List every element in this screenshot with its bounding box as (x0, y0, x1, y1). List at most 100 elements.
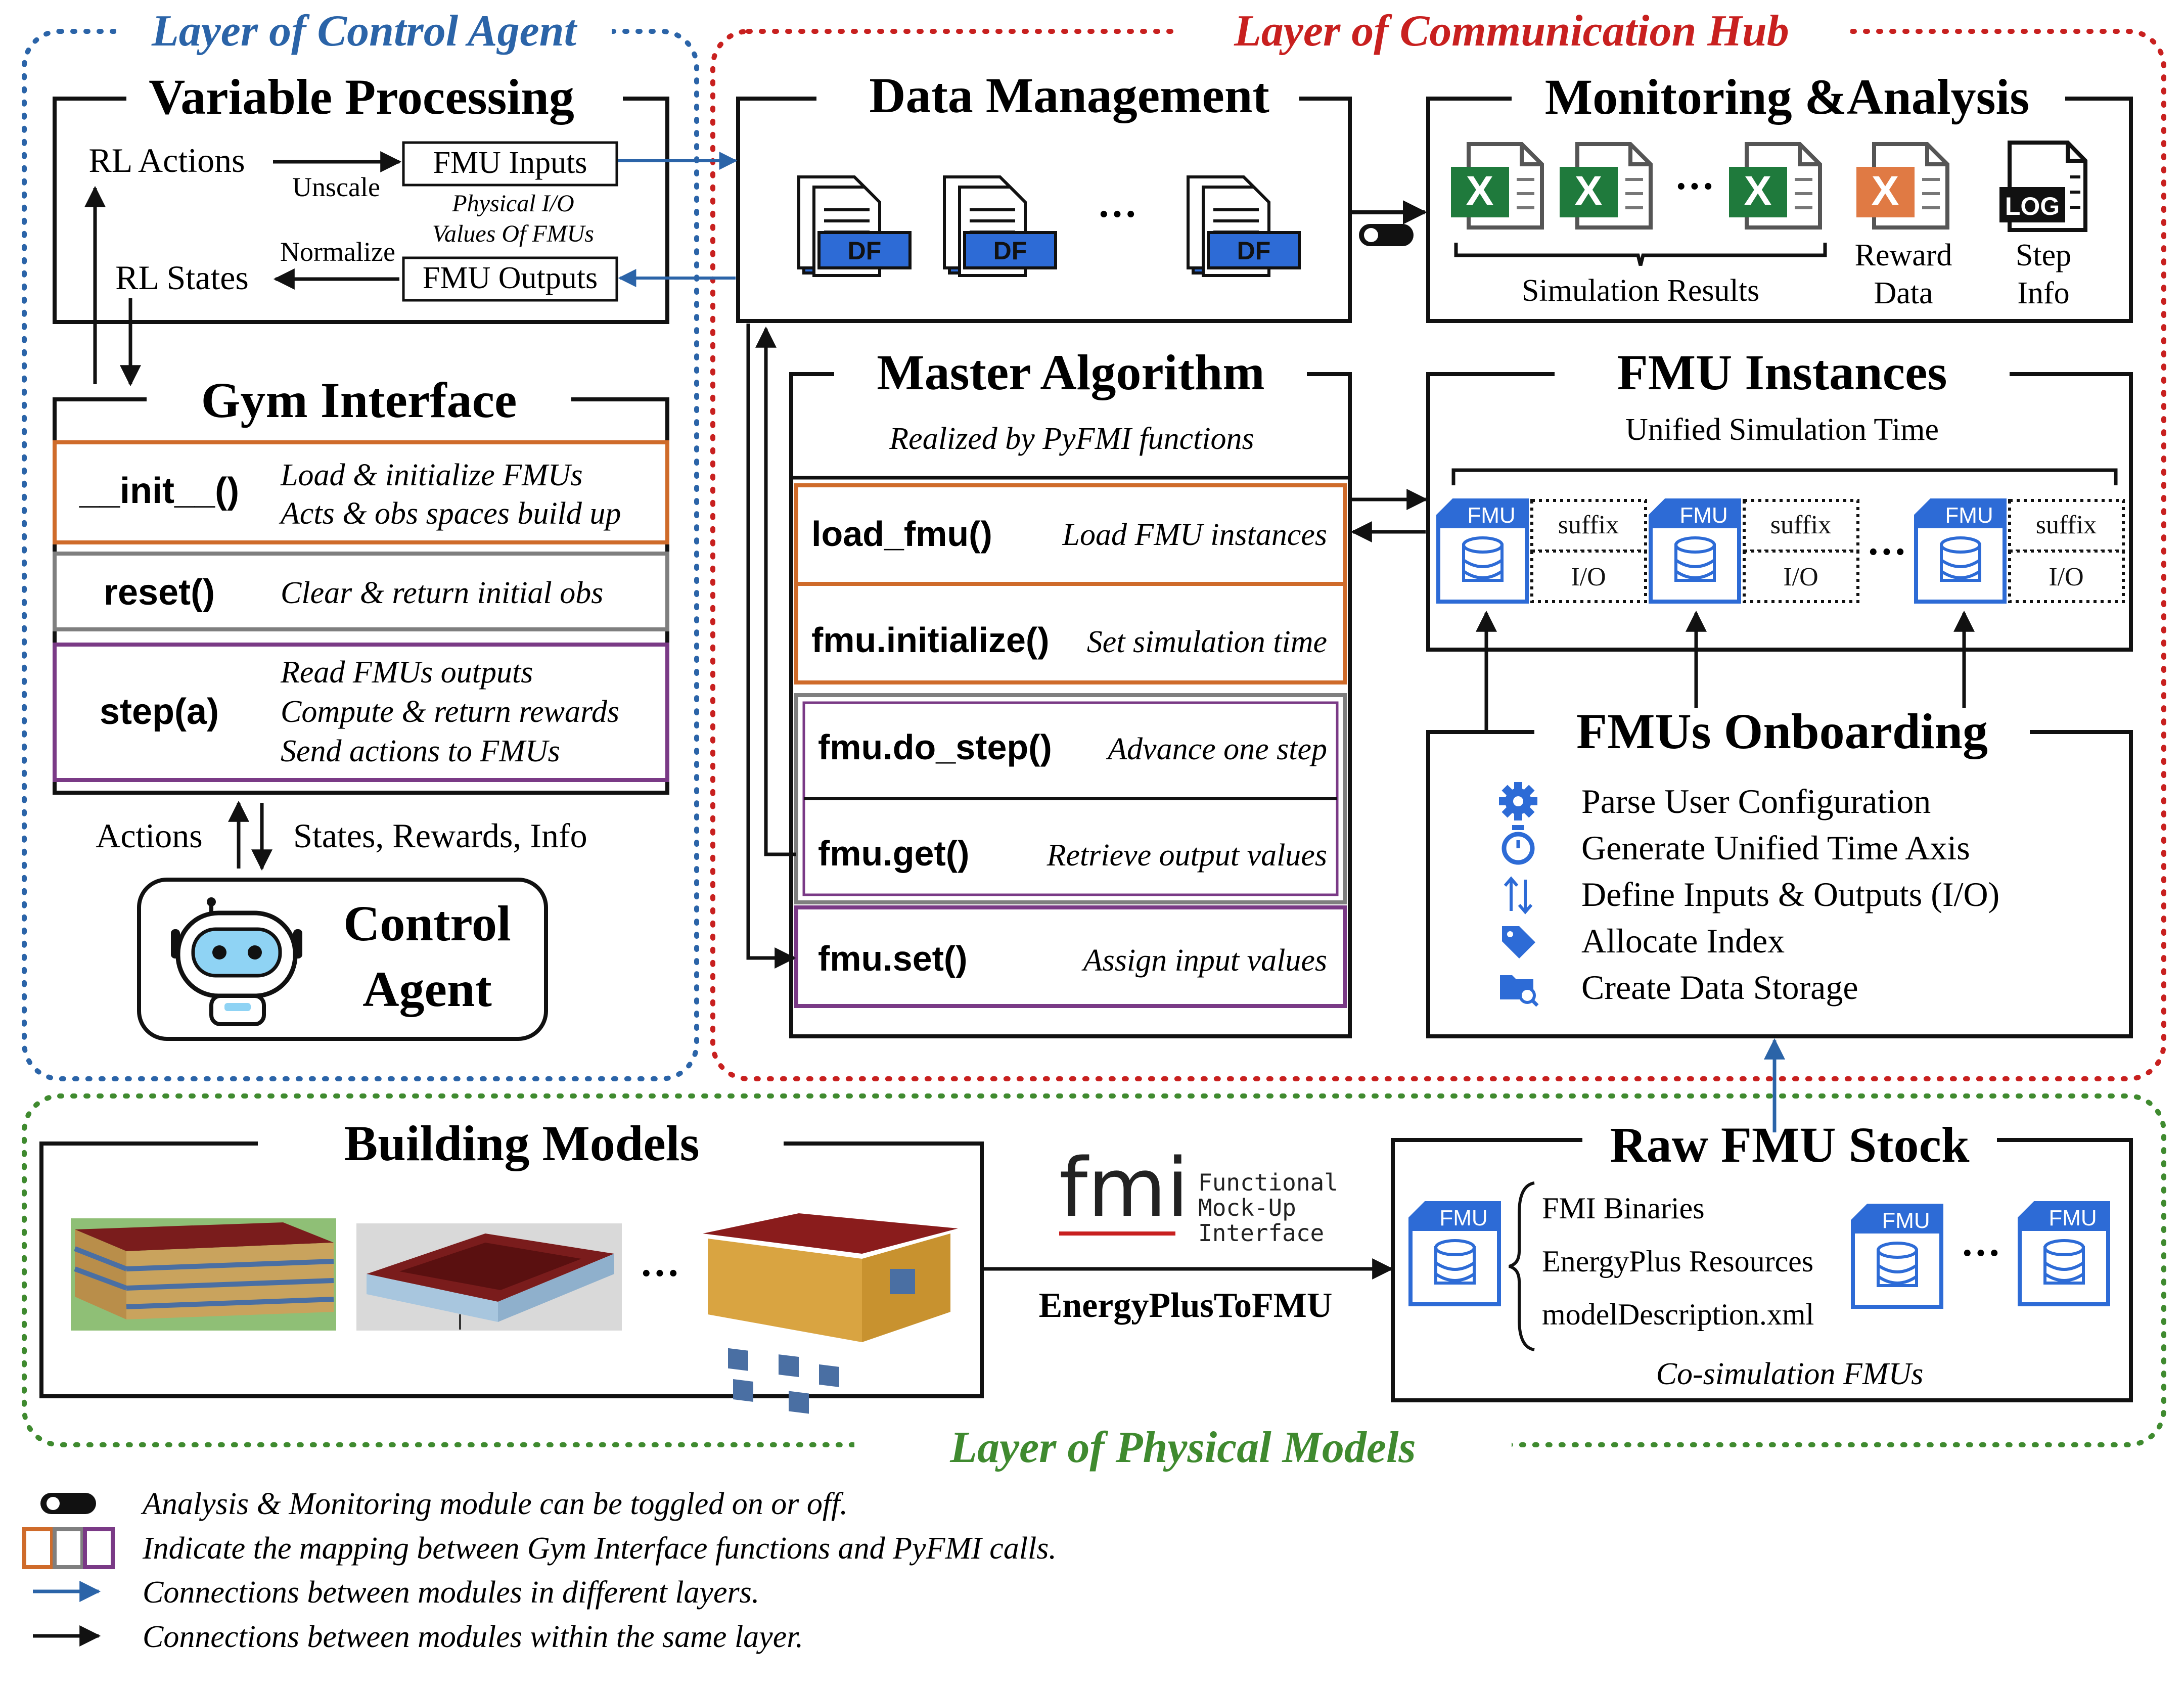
excel-letter: X (1466, 168, 1494, 214)
suffix-label: suffix (2036, 511, 2097, 539)
simulation-results-brace (1454, 243, 1827, 266)
building-model-image-2 (356, 1223, 622, 1331)
legend-blue-arrow-text: Connections between modules in different… (143, 1575, 759, 1610)
fmu-do-step-function: fmu.do_step() (818, 727, 1052, 767)
monitoring-title: Monitoring &Analysis (1545, 69, 2029, 125)
reward-data-label-2: Data (1874, 276, 1933, 310)
gym-step-box (53, 643, 669, 782)
fmu-label: FMU (1945, 503, 1993, 528)
rl-states-label: RL States (115, 258, 249, 297)
fmi-logo: fmi Functional Mock-Up Interface (1059, 1140, 1338, 1247)
simulation-results-label: Simulation Results (1522, 273, 1759, 308)
fmu-inputs-box (402, 141, 618, 187)
dataframe-icon: DF (943, 175, 1057, 277)
building-ellipsis: ··· (640, 1251, 680, 1296)
toggle-switch-icon[interactable] (1359, 224, 1414, 246)
excel-letter: X (1575, 168, 1603, 214)
io-label: I/O (1571, 563, 1606, 591)
physical-io-label: Physical I/O (451, 190, 574, 217)
legend-color-boxes-icon (22, 1527, 115, 1569)
gym-reset-function: reset() (104, 572, 215, 613)
svg-text:Interface: Interface (1198, 1219, 1324, 1247)
fmu-outputs-box (402, 256, 618, 302)
legend-black-arrow-text: Connections between modules within the s… (143, 1620, 803, 1654)
gym-init-desc-1: Load & initialize FMUs (280, 458, 583, 492)
excel-file-icon: X (1560, 142, 1653, 230)
svg-text:LOG: LOG (2005, 192, 2060, 220)
step-info-label-2: Info (2017, 276, 2069, 310)
gym-step-desc-1: Read FMUs outputs (280, 655, 533, 690)
io-label: I/O (2049, 563, 2083, 591)
onboarding-item-1: Parse User Configuration (1581, 782, 1931, 820)
fmu-file-icon: FMU (2018, 1201, 2110, 1306)
rl-actions-label: RL Actions (88, 141, 245, 179)
onboarding-item-3: Define Inputs & Outputs (I/O) (1581, 875, 1999, 913)
load-fmu-desc: Load FMU instances (1062, 518, 1327, 552)
gym-init-desc-2: Acts & obs spaces build up (279, 496, 621, 531)
fmu-file-icon: FMU (1851, 1204, 1943, 1309)
fmu-set-box (794, 905, 1347, 1008)
energyplustofmu-label: EnergyPlusToFMU (1039, 1286, 1333, 1325)
monitoring-ellipsis: ··· (1674, 164, 1715, 209)
fmu-get-desc: Retrieve output values (1046, 838, 1327, 873)
hub-layer-title: Layer of Communication Hub (1234, 7, 1789, 56)
unscale-label: Unscale (292, 172, 380, 202)
gym-step-desc-3: Send actions to FMUs (281, 734, 560, 768)
legend-toggle-text: Analysis & Monitoring module can be togg… (141, 1487, 848, 1521)
gym-step-desc-2: Compute & return rewards (281, 695, 619, 729)
building-models-title: Building Models (344, 1115, 700, 1171)
dataframe-icon: DF (1187, 175, 1301, 277)
fmu-get-function: fmu.get() (818, 834, 969, 873)
reward-file-icon: X (1856, 142, 1949, 230)
excel-file-icon: X (1729, 142, 1822, 230)
building-model-image-3 (703, 1213, 958, 1414)
arrows-updown-icon (1504, 876, 1533, 915)
fmu-set-desc: Assign input values (1081, 943, 1327, 978)
fmu-do-step-desc: Advance one step (1106, 732, 1327, 766)
raw-stock-ellipsis: ··· (1961, 1231, 2001, 1275)
log-file-icon: LOG (1999, 141, 2087, 232)
suffix-label: suffix (1770, 511, 1831, 539)
building-model-image-1 (71, 1218, 336, 1331)
excel-letter: X (1744, 168, 1772, 214)
fmu-file-icon: FMU (1408, 1201, 1501, 1306)
fmu-initialize-desc: Set simulation time (1087, 625, 1327, 659)
fmu-label: FMU (2049, 1206, 2097, 1230)
master-algorithm-title: Master Algorithm (877, 344, 1264, 400)
onboarding-item-2: Generate Unified Time Axis (1581, 829, 1970, 867)
control-agent-line1: Control (343, 895, 511, 951)
fmu-label: FMU (1679, 503, 1727, 528)
dataframe-label: DF (848, 237, 882, 265)
svg-text:Mock-Up: Mock-Up (1198, 1194, 1296, 1221)
folder-search-icon (1500, 975, 1539, 1007)
suffix-label: suffix (1558, 511, 1619, 539)
master-algorithm-subtitle: Realized by PyFMI functions (889, 422, 1254, 456)
fmu-outputs-label: FMU Outputs (423, 261, 598, 295)
reward-data-label-1: Reward (1855, 238, 1952, 272)
data-management-title: Data Management (869, 67, 1269, 123)
step-info-label-1: Step (2016, 238, 2071, 272)
onboarding-item-5: Create Data Storage (1581, 968, 1858, 1007)
excel-letter: X (1872, 168, 1899, 214)
gym-init-function: __init__() (79, 471, 239, 511)
control-agent-line2: Agent (362, 961, 492, 1017)
gym-init-box (53, 440, 669, 544)
arrow-get-to-data-management (755, 326, 796, 856)
fmu-instances-title: FMU Instances (1617, 344, 1947, 400)
dataframe-label: DF (1237, 237, 1271, 265)
fmu-set-function: fmu.set() (818, 939, 968, 978)
variable-processing-title: Variable Processing (149, 69, 574, 125)
fmu-label: FMU (1439, 1206, 1487, 1230)
stopwatch-icon (1502, 825, 1535, 865)
tag-icon (1502, 926, 1535, 958)
fmus-onboarding-title: FMUs Onboarding (1576, 703, 1988, 759)
fmu-do-step-box (794, 693, 1347, 904)
actions-label: Actions (96, 816, 203, 855)
arrow-data-management-to-set (746, 324, 796, 969)
normalize-label: Normalize (280, 237, 395, 267)
gym-reset-box (53, 552, 669, 631)
raw-fmu-stock-title: Raw FMU Stock (1610, 1117, 1969, 1173)
